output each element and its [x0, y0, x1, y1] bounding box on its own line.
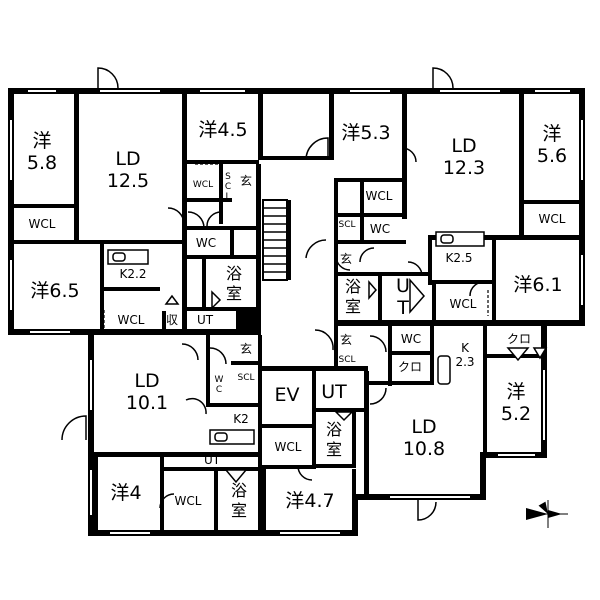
room-label: 収	[166, 313, 178, 327]
room-label: 洋4.5	[198, 119, 247, 141]
room-label: WCL	[366, 189, 393, 203]
room-label: 玄	[240, 341, 252, 356]
room-label: 玄	[340, 251, 352, 266]
room-label: K2	[233, 412, 249, 426]
room-label: クロ	[507, 332, 531, 346]
room-label: 玄	[240, 173, 252, 188]
room-label: WC	[401, 332, 421, 346]
room-label: UT	[197, 313, 214, 327]
room-label: WCL	[450, 297, 477, 311]
door-swings	[61, 67, 487, 521]
room-label: 洋6.1	[513, 274, 562, 296]
staircase	[262, 199, 288, 281]
room-label: SCL	[338, 220, 355, 230]
room-label: 浴室	[326, 420, 342, 459]
room-label: WCL	[275, 440, 302, 454]
room-label: K2.2	[120, 267, 147, 281]
room-label: WC	[196, 236, 216, 250]
room-label: EV	[274, 384, 299, 406]
room-label: 洋5.3	[341, 122, 390, 144]
room-label: WCL	[539, 212, 566, 226]
room-label: WCL	[175, 494, 202, 508]
room-label: UT	[321, 381, 347, 403]
room-label: SCL	[237, 373, 254, 383]
room-label: 浴室	[345, 277, 361, 316]
compass-north-arrow	[526, 500, 568, 528]
room-label: 洋4.7	[285, 490, 334, 512]
room-label: K2.5	[446, 251, 473, 265]
room-label: 浴室	[231, 481, 247, 520]
room-label: WCL	[118, 313, 145, 327]
room-label: 洋6.5	[30, 280, 79, 302]
windows	[10, 90, 583, 534]
interior-walls	[14, 94, 579, 535]
room-label: SCL	[338, 355, 355, 365]
room-label: WCL	[193, 180, 213, 190]
fixtures	[30, 163, 570, 484]
room-label: WCL	[29, 217, 56, 231]
room-label: 浴室	[226, 264, 242, 303]
room-label: WC	[370, 222, 390, 236]
room-label: クロ	[398, 360, 422, 374]
room-label: UT	[204, 453, 221, 467]
room-label: 玄	[340, 332, 352, 347]
room-label: 洋4	[110, 482, 141, 504]
